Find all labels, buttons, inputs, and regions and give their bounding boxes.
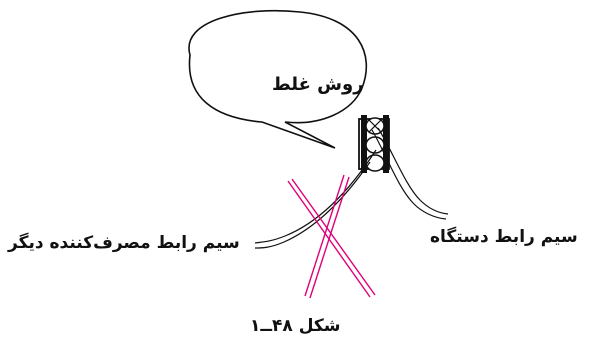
other-consumer-wire-inner [254,161,371,249]
other-consumer-wire-label: سیم رابط مصرف‌کننده دیگر [8,233,240,253]
wall-socket-icon [358,115,390,173]
speech-bubble [188,9,368,149]
device-wire [377,127,449,215]
other-consumer-wire [254,149,377,244]
figure-caption: شکل ۴۸ــ۱ [250,316,341,336]
cross-mark-icon [287,174,376,299]
device-wire-label: سیم رابط دستگاه [430,227,578,247]
device-wire-inner [371,129,447,220]
bubble-text: روش غلط [272,74,364,95]
